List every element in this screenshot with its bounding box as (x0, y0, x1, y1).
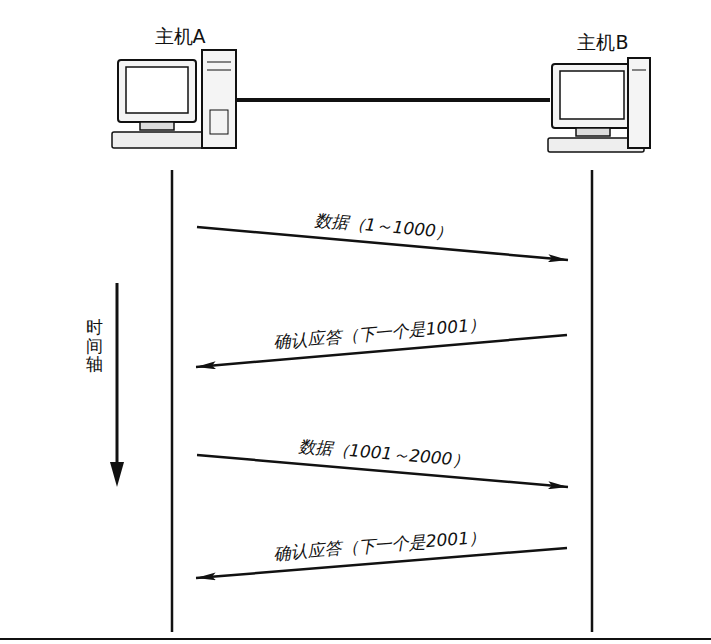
host-label: 主机A (151, 22, 210, 52)
axis-label: 时间轴 (86, 318, 103, 374)
time-axis-arrow (110, 283, 124, 487)
bottom-rule (0, 638, 711, 640)
lifeline (171, 170, 174, 632)
host-name: 主机B (577, 30, 628, 56)
computer-icon (112, 50, 236, 148)
computer-icon (548, 58, 650, 152)
host-label: 主机B (573, 28, 632, 58)
lifeline (591, 170, 594, 632)
message-label: 确认应答（下一个是1001） (270, 313, 490, 355)
host-name: 主机A (155, 24, 206, 50)
message-label: 确认应答（下一个是2001） (270, 525, 490, 566)
network-cable (236, 98, 550, 102)
